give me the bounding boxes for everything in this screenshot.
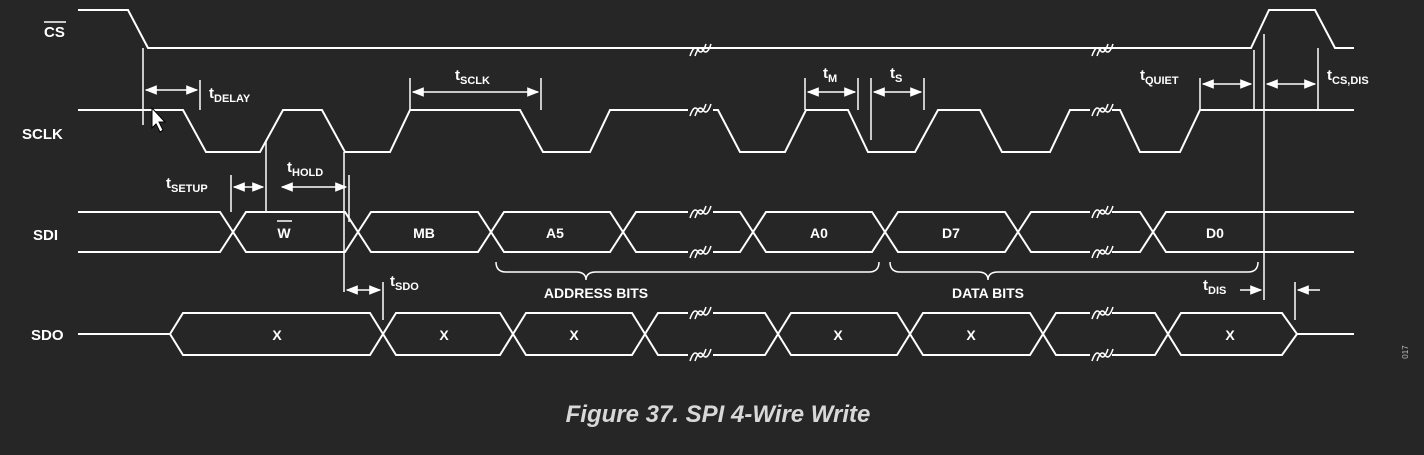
sdi-label: SDI — [33, 227, 58, 244]
sdo-label: SDO — [31, 327, 64, 344]
figure-id: 017 — [1401, 345, 1410, 359]
t-setup-label: tSETUP — [166, 175, 208, 195]
sdo-value-4: X — [833, 327, 843, 343]
data-bits-label: DATA BITS — [952, 285, 1024, 301]
sclk-waveform — [78, 109, 1354, 153]
data-bits-brace — [889, 261, 1259, 281]
sdi-value-d0: D0 — [1206, 225, 1224, 241]
cs-label: CS — [44, 24, 65, 41]
t-delay-label: tDELAY — [209, 85, 251, 105]
t-m-label: tM — [823, 65, 837, 85]
sdo-value-3: X — [569, 327, 579, 343]
timing-arrows — [144, 79, 1320, 295]
figure-caption: Figure 37. SPI 4-Wire Write — [566, 401, 871, 428]
t-s-label: tS — [890, 65, 902, 85]
sdi-value-w: W — [277, 225, 291, 241]
sdo-value-6: X — [1225, 327, 1235, 343]
sdi-value-mb: MB — [413, 225, 435, 241]
address-bits-label: ADDRESS BITS — [544, 285, 648, 301]
sdi-value-d7: D7 — [942, 225, 960, 241]
sdi-value-a0: A0 — [810, 225, 828, 241]
sdi-waveform — [78, 211, 1354, 253]
t-hold-label: tHOLD — [287, 159, 323, 179]
t-sdo-label: tSDO — [390, 273, 419, 293]
break-col-2 — [1091, 43, 1114, 362]
address-bits-brace — [495, 261, 880, 281]
sdi-value-a5: A5 — [546, 225, 564, 241]
t-sclk-label: tSCLK — [455, 67, 490, 87]
sdo-value-2: X — [439, 327, 449, 343]
break-symbols — [689, 43, 1114, 362]
sdo-value-1: X — [272, 327, 282, 343]
t-quiet-label: tQUIET — [1140, 67, 1179, 87]
t-cs-dis-label: tCS,DIS — [1327, 67, 1369, 87]
t-dis-label: tDIS — [1203, 277, 1226, 297]
sdo-waveform — [78, 312, 1354, 356]
sdo-value-5: X — [966, 327, 976, 343]
mouse-pointer-icon — [151, 106, 167, 133]
sclk-label: SCLK — [22, 126, 63, 143]
break-col-1 — [689, 43, 712, 362]
cs-waveform — [78, 9, 1354, 49]
timing-reference-lines — [142, 34, 1319, 320]
